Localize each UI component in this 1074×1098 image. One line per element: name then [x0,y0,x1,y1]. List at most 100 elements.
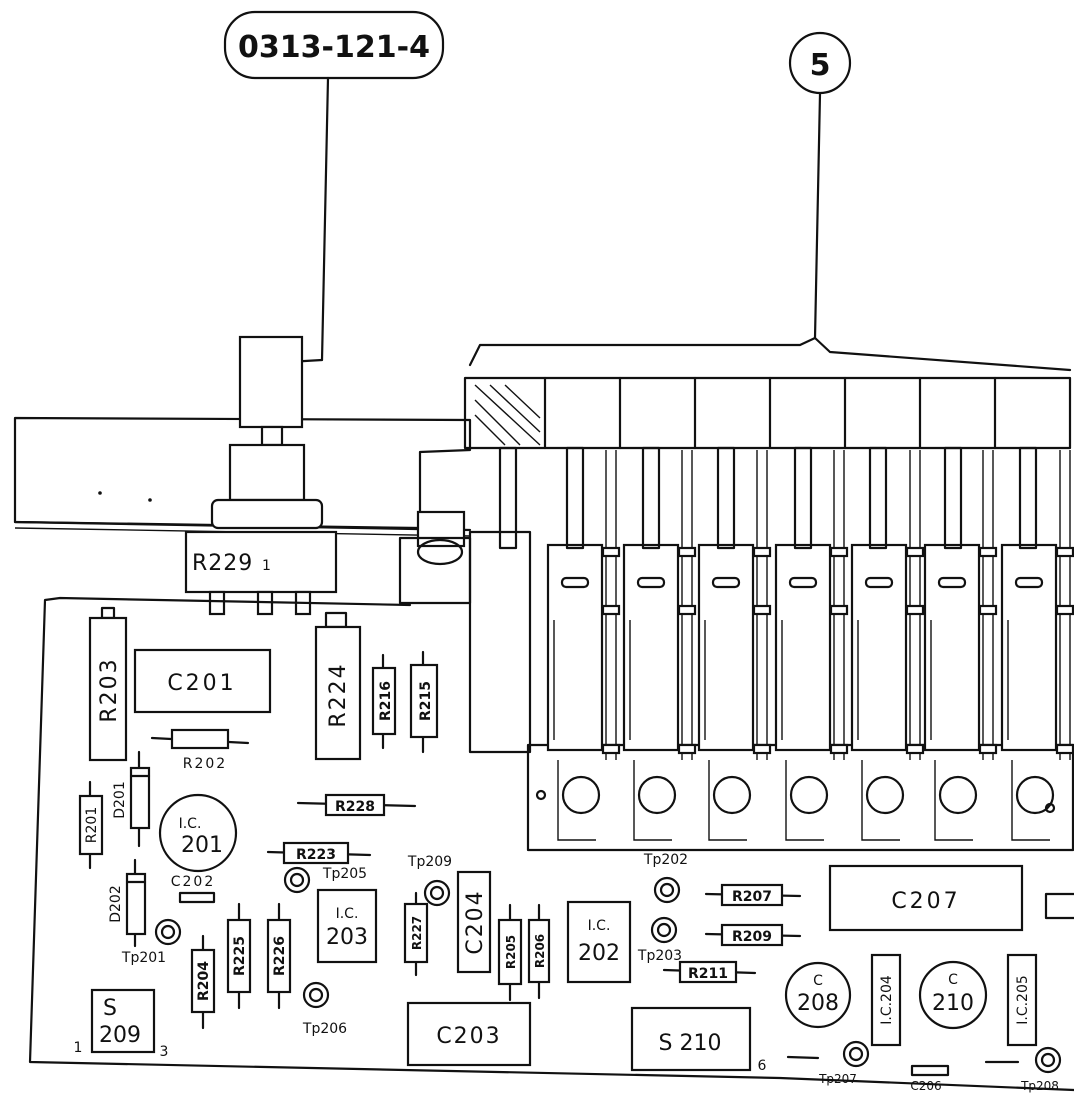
resistor-r206: R206 [527,903,551,1000]
r202-label: R202 [183,756,227,772]
capacitor-c203: C203 [406,1001,532,1067]
r229-suffix: 1 [262,558,271,574]
ic-204: I.C.204 [870,953,902,1047]
r223-label: R223 [296,847,336,863]
ic-203: I.C. 203 [316,888,378,964]
resistor-r223: R223 [266,841,372,865]
d202-label: D202 [108,885,124,923]
ic201-line1: I.C. [179,816,202,832]
capacitor-c202: C202 [171,874,216,904]
diode-d201: D201 [112,750,151,848]
ic205-label: I.C.205 [1015,975,1031,1025]
resistor-r209: R209 [704,923,802,947]
c203-label: C203 [436,1024,501,1049]
capacitor-c206: C206 [910,1064,950,1093]
capacitor-c204: C204 [456,870,492,974]
r211-label: R211 [688,966,728,982]
ic201-line2: 201 [181,833,223,858]
plunger-6 [868,446,888,550]
capacitor-c210: C 210 [918,960,988,1030]
tp207-label: Tp207 [818,1072,857,1086]
switch-s210: S 210 6 [630,1006,767,1074]
r227-label: R227 [410,916,424,950]
test-point-tp202: Tp202 [643,852,688,904]
capacitor-c208: C 208 [784,961,852,1029]
r204-label: R204 [196,961,212,1001]
test-point-tp206: Tp206 [302,981,347,1037]
ic-202: I.C. 202 [566,900,632,984]
switch-module-3 [697,450,772,841]
ic-201: I.C. 201 [158,793,238,873]
ic203-line1: I.C. [336,906,359,922]
r226-label: R226 [272,936,288,976]
plunger-4 [716,446,736,550]
capacitor-c207: C207 [828,864,1024,932]
ic-205: I.C.205 [1006,953,1038,1047]
tp205-label: Tp205 [322,866,367,882]
tp206-label: Tp206 [302,1021,347,1037]
tp208-label: Tp208 [1020,1079,1059,1093]
test-point-tp205: Tp205 [283,866,367,894]
s209-pin1: 1 [74,1040,83,1056]
resistor-r227: R227 [403,891,429,977]
test-point-tp209: Tp209 [407,854,452,907]
switch-module-1 [546,450,621,841]
test-point-tp208: Tp208 [984,1046,1062,1093]
switch-module-2 [622,450,697,841]
c202-label: C202 [171,874,216,890]
resistor-r228: R228 [296,793,417,817]
r203-label: R203 [97,657,122,722]
test-point-tp203: Tp203 [637,916,682,964]
plunger-3 [641,446,661,550]
switch-module-6 [923,450,998,841]
d201-label: D201 [112,781,128,819]
switch-s209: S 209 1 3 [74,988,169,1060]
resistor-r216: R216 [371,653,397,750]
plunger-2 [565,446,585,550]
resistor-r202: R202 [150,728,250,772]
resistor-r207: R207 [704,883,802,907]
r229-label: R229 [192,551,253,576]
diode-d202: D202 [108,858,147,948]
c210-line2: 210 [932,991,974,1016]
pushbutton-switch-bank [463,376,1074,852]
plunger-7 [943,446,963,550]
s210-pin6: 6 [758,1058,767,1074]
part-number-callout: 0313-121-4 [223,10,445,364]
resistor-r226: R226 [266,902,292,1010]
c201-label: C201 [167,671,236,696]
switch-module-7 [1000,450,1074,841]
resistor-r205: R205 [497,903,523,1002]
plunger-5 [793,446,813,550]
s209-pin3: 3 [160,1044,169,1060]
r209-label: R209 [732,929,772,945]
tp203-label: Tp203 [637,948,682,964]
switch-module-5 [850,450,925,841]
r215-label: R215 [418,681,434,721]
capacitor-c201: C201 [133,648,272,714]
potentiometer-r229: R229 1 [184,335,338,616]
c207-label: C207 [891,889,960,914]
c210-line1: C [948,972,958,988]
resistor-r224: R224 [314,611,362,761]
r224-label: R224 [326,662,351,727]
resistor-r204: R204 [190,934,216,1030]
ic203-line2: 203 [326,925,368,950]
pcb-board [28,596,1074,1092]
c206-label: C206 [910,1079,941,1093]
resistor-r211: R211 [662,960,757,984]
mounting-bracket [398,510,472,605]
ic202-line1: I.C. [588,918,611,934]
tp202-label: Tp202 [643,852,688,868]
r201-label: R201 [84,807,100,843]
resistor-r215: R215 [409,650,439,754]
resistor-r201: R201 [78,780,104,870]
test-point-tp201: Tp201 [121,918,182,966]
c208-line1: C [813,973,823,989]
r205-label: R205 [504,935,518,969]
test-point-tp207: Tp207 [786,1040,870,1086]
ic202-line2: 202 [578,941,620,966]
r206-label: R206 [533,934,547,968]
switch-module-4 [774,450,849,841]
